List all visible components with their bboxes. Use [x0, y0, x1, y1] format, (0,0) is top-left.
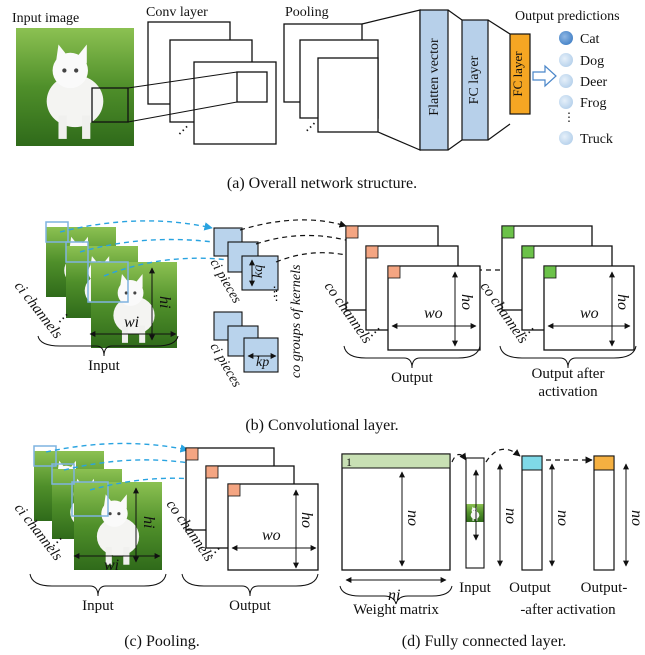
- output-after-line1: Output after: [532, 366, 605, 382]
- conv-proj-2: [127, 101, 238, 123]
- input-stack: [45, 221, 177, 348]
- fc-output-label: Output: [509, 580, 552, 596]
- prediction-dot: [559, 31, 573, 45]
- fc-output-after-label: Output-: [581, 580, 628, 596]
- wi-label: wi: [124, 314, 139, 331]
- kernel-group-2: kp: [213, 311, 279, 373]
- ni-label: ni: [388, 587, 400, 604]
- prediction-dot: [559, 95, 573, 109]
- pooling-label: Pooling: [285, 5, 329, 20]
- fc-layer-box: [461, 19, 489, 141]
- weight-matrix-label: Weight matrix: [353, 602, 439, 618]
- output-arrow: [532, 64, 557, 88]
- panel-c: wi hi ci channels ⋯ Input wo ho co chann…: [11, 442, 319, 650]
- flatten-vector-label: Flatten vector: [427, 38, 442, 116]
- class-label: Frog: [580, 96, 606, 111]
- conv-ellipsis: ⋯: [174, 121, 195, 142]
- class-label: Dog: [580, 54, 604, 69]
- fc-input-vector: [465, 457, 485, 569]
- pool-wi-label: wi: [104, 557, 119, 574]
- cat-image: [16, 28, 134, 146]
- panel-a: Input image Conv layer ⋯ Pooling ⋯ Flatt…: [12, 5, 620, 192]
- panel-d: 1 no ni Weight matrix Input no no no Out…: [339, 448, 645, 650]
- class-label: Truck: [580, 132, 613, 147]
- pool-ho-label: ho: [298, 512, 315, 528]
- caption-c: (c) Pooling.: [124, 633, 200, 650]
- fc-no-2-label: no: [502, 508, 519, 524]
- output-predictions-title: Output predictions: [515, 9, 620, 24]
- weight-matrix: [341, 453, 451, 571]
- caption-a: (a) Overall network structure.: [227, 175, 417, 192]
- pool-output-label: Output: [229, 598, 272, 614]
- fc-after-activation-label: -after activation: [520, 602, 616, 618]
- prediction-dot: [559, 53, 573, 67]
- class-label: Deer: [580, 75, 608, 90]
- fc-layer-label: FC layer: [467, 55, 482, 104]
- svg-text:⋮: ⋮: [270, 288, 283, 303]
- ho-2-label: ho: [614, 294, 631, 310]
- pool-hi-label: hi: [140, 516, 157, 528]
- kq-label: kq: [251, 265, 266, 278]
- fc-connector: [447, 9, 463, 151]
- co-groups-label: co groups of kernels: [289, 264, 304, 378]
- kernel-arrows: [59, 220, 245, 277]
- fc-activation-vector: [593, 455, 615, 571]
- wo-2-label: wo: [580, 305, 599, 322]
- caption-b: (b) Convolutional layer.: [245, 417, 398, 434]
- panel-b: wi hi ci channels ⋯ Input kq ci pieces ⋮: [11, 219, 637, 434]
- ho-label: ho: [458, 294, 475, 310]
- class-ellipsis: ⋮: [563, 110, 575, 124]
- fc-no-3-label: no: [554, 510, 571, 526]
- wo-label: wo: [424, 305, 443, 322]
- weight-no-label: no: [404, 510, 421, 526]
- weight-row: [341, 453, 451, 469]
- conv-patch: [236, 71, 268, 103]
- weight-one-label: 1: [346, 455, 352, 469]
- fc-output-box: [509, 33, 531, 115]
- conv-proj-1: [127, 71, 238, 89]
- fc-output-label: FC layer: [510, 51, 525, 97]
- prediction-list: Cat Dog Deer Frog ⋮ Truck: [559, 31, 613, 147]
- prediction-dot: [559, 131, 573, 145]
- kernel-group-1: kq: [213, 227, 279, 291]
- hi-label: hi: [156, 296, 173, 308]
- input-label-b: Input: [88, 358, 120, 374]
- input-patch: [91, 87, 129, 123]
- pool-input-stack: [33, 445, 162, 570]
- caption-d: (d) Fully connected layer.: [402, 633, 566, 650]
- output-after-line2: activation: [538, 384, 598, 400]
- pool-wo-label: wo: [262, 527, 281, 544]
- output-label-b: Output: [391, 370, 434, 386]
- svg-text:⋮: ⋮: [268, 284, 281, 299]
- conv-layer-label: Conv layer: [146, 5, 208, 20]
- conv-output-stack: [345, 225, 481, 351]
- input-image-label: Input image: [12, 11, 79, 26]
- fc-output-vector: [521, 455, 543, 571]
- fc-no-label: no: [628, 510, 645, 526]
- pool-output-stack: [185, 447, 319, 571]
- fc-input-label: Input: [459, 580, 491, 596]
- pool-maps: [283, 23, 379, 133]
- pool-input-label: Input: [82, 598, 114, 614]
- flatten-vector: [419, 9, 449, 151]
- prediction-dot: [559, 74, 573, 88]
- fc-out-connector: [487, 19, 511, 141]
- kp-label: kp: [256, 355, 269, 370]
- class-label: Cat: [580, 32, 600, 47]
- conv-maps: [147, 21, 277, 145]
